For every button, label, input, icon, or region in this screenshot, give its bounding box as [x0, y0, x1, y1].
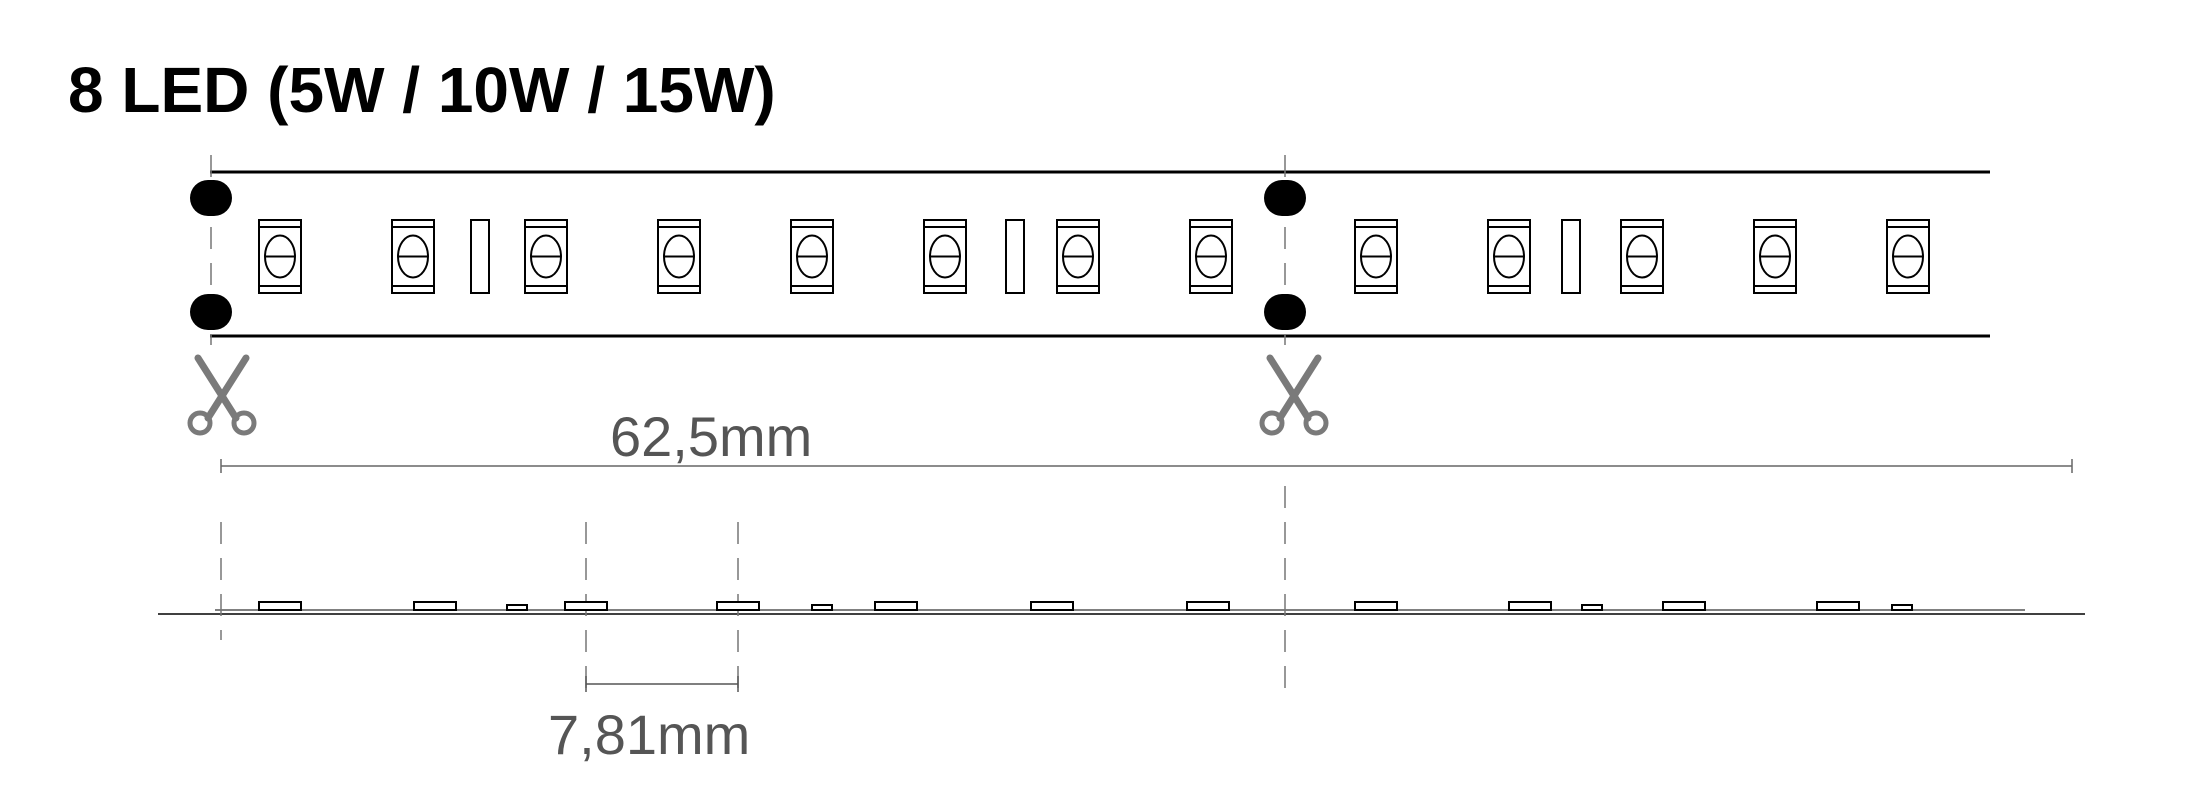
segment-dimension	[220, 459, 2073, 473]
led-chip-side	[716, 601, 760, 611]
page-title: 8 LED (5W / 10W / 15W)	[68, 54, 776, 126]
led-chip	[1620, 219, 1664, 294]
led-chip	[391, 219, 435, 294]
led-chip	[258, 219, 302, 294]
led-chips	[258, 219, 1930, 294]
solder-pads	[190, 180, 1306, 330]
resistor-side	[506, 604, 528, 611]
led-chip	[1056, 219, 1100, 294]
resistor	[470, 219, 490, 294]
led-chip	[1753, 219, 1797, 294]
resistor-side	[1891, 604, 1913, 611]
led-chip-side	[874, 601, 918, 611]
strip-side-view	[158, 486, 2085, 690]
cut-lines	[210, 155, 1286, 345]
led-chip-side	[1030, 601, 1074, 611]
side-cut-lines	[220, 486, 1286, 690]
resistor	[1005, 219, 1025, 294]
led-pitch-label: 7,81mm	[548, 703, 750, 766]
led-chip-side	[413, 601, 457, 611]
led-chip	[1189, 219, 1233, 294]
led-chip	[1354, 219, 1398, 294]
led-chip-side	[1508, 601, 1552, 611]
led-chip-side	[1186, 601, 1230, 611]
led-chip	[923, 219, 967, 294]
solder-pad	[190, 180, 232, 216]
led-chip	[1487, 219, 1531, 294]
pitch-dimension	[585, 676, 739, 692]
led-chip-side	[258, 601, 302, 611]
led-chip	[790, 219, 834, 294]
segment-length-label: 62,5mm	[610, 405, 812, 468]
resistor-side	[811, 604, 833, 611]
led-chip-side	[1354, 601, 1398, 611]
scissors-icon	[1259, 354, 1329, 436]
resistors	[470, 219, 1581, 294]
solder-pad	[1264, 180, 1306, 216]
resistor	[1561, 219, 1581, 294]
side-components	[258, 601, 1913, 611]
led-chip-side	[1662, 601, 1706, 611]
led-chip	[657, 219, 701, 294]
solder-pad	[190, 294, 232, 330]
strip-top-view	[210, 170, 1990, 338]
led-chip-side	[1816, 601, 1860, 611]
led-chip	[524, 219, 568, 294]
led-chip-side	[564, 601, 608, 611]
resistor-side	[1581, 604, 1603, 611]
solder-pad	[1264, 294, 1306, 330]
led-chip	[1886, 219, 1930, 294]
scissors-icon	[187, 354, 257, 436]
